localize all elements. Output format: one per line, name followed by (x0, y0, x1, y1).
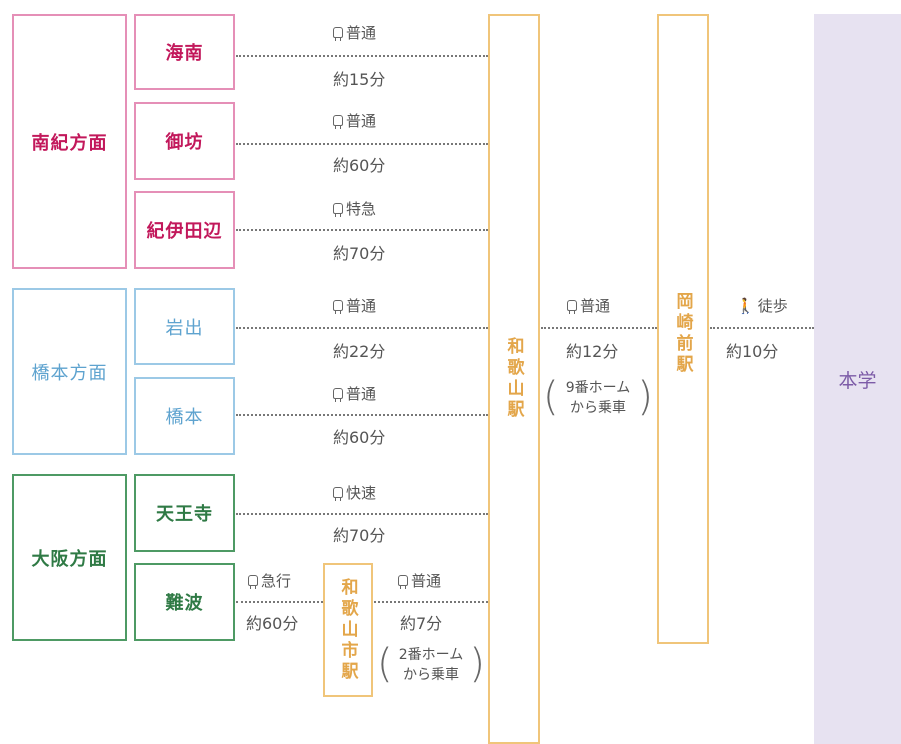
station-iwade-label: 岩出 (165, 317, 204, 339)
route-mode-namba: 急行 (248, 570, 291, 591)
train-icon (333, 300, 343, 314)
train-icon (333, 388, 343, 402)
route-line-gobo (236, 143, 488, 145)
route-time-iwade: 約22分 (333, 342, 386, 361)
route-line-kainan (236, 55, 488, 57)
station-tennoji: 天王寺 (134, 474, 235, 552)
hub-wakayama-label: 和歌山駅 (503, 337, 524, 421)
region-hashimoto-label: 橋本方面 (31, 362, 108, 384)
station-namba: 難波 (134, 563, 235, 641)
station-kiitanabe: 紀伊田辺 (134, 191, 235, 269)
mode-text: 急行 (261, 572, 292, 590)
station-iwade: 岩出 (134, 288, 235, 365)
train-icon (398, 575, 408, 589)
station-gobo: 御坊 (134, 102, 235, 180)
route-time-namba: 約60分 (246, 614, 299, 633)
platform-note-9: ( 9番ホーム から乗車 ) (543, 374, 653, 420)
mode-text: 徒歩 (757, 297, 788, 315)
route-time-tennoji: 約70分 (333, 526, 386, 545)
route-mode-walk: 🚶徒歩 (736, 295, 788, 316)
train-icon (333, 115, 343, 129)
route-mode-kiitanabe: 特急 (333, 198, 376, 219)
station-hashimoto: 橋本 (134, 377, 235, 455)
station-kiitanabe-label: 紀伊田辺 (146, 221, 223, 242)
hub-wakayamashi-label: 和歌山市駅 (337, 577, 358, 683)
region-nanki-label: 南紀方面 (31, 132, 108, 154)
route-line-iwade (236, 327, 488, 329)
route-line-shi-to-wakayama (374, 601, 488, 603)
route-time-walk: 約10分 (726, 342, 779, 361)
mode-text: 普通 (346, 24, 377, 42)
route-line-walk (710, 327, 814, 329)
destination-university: 本学 (814, 14, 901, 744)
route-time-gobo: 約60分 (333, 156, 386, 175)
route-time-kiitanabe: 約70分 (333, 244, 386, 263)
platform-note-9-line2: から乗車 (570, 400, 626, 416)
station-gobo-label: 御坊 (165, 132, 204, 153)
route-mode-hashimoto: 普通 (333, 383, 376, 404)
hub-wakayama: 和歌山駅 (488, 14, 540, 744)
route-mode-wakayama-to-okazaki: 普通 (567, 295, 610, 316)
mode-text: 普通 (346, 297, 377, 315)
mode-text: 普通 (580, 297, 611, 315)
station-kainan-label: 海南 (165, 43, 204, 64)
train-icon (333, 487, 343, 501)
station-namba-label: 難波 (165, 593, 204, 614)
hub-okazaki: 岡崎前駅 (657, 14, 709, 644)
mode-text: 特急 (346, 200, 377, 218)
route-mode-iwade: 普通 (333, 295, 376, 316)
route-line-kiitanabe (236, 229, 488, 231)
hub-okazaki-label: 岡崎前駅 (672, 292, 693, 376)
route-mode-tennoji: 快速 (333, 482, 376, 503)
mode-text: 普通 (346, 112, 377, 130)
train-icon (333, 203, 343, 217)
route-time-shi-to-wakayama: 約7分 (400, 614, 443, 633)
station-tennoji-label: 天王寺 (156, 504, 213, 525)
train-icon (248, 575, 258, 589)
route-mode-gobo: 普通 (333, 110, 376, 131)
mode-text: 快速 (346, 484, 377, 502)
route-mode-kainan: 普通 (333, 22, 376, 43)
station-kainan: 海南 (134, 14, 235, 90)
route-line-wakayama-to-okazaki (541, 327, 657, 329)
route-line-namba (236, 601, 323, 603)
mode-text: 普通 (346, 385, 377, 403)
platform-note-2-line1: 2番ホーム (398, 647, 464, 663)
station-hashimoto-label: 橋本 (165, 407, 204, 428)
route-time-hashimoto: 約60分 (333, 428, 386, 447)
train-icon (567, 300, 577, 314)
region-hashimoto: 橋本方面 (12, 288, 127, 455)
train-icon (333, 27, 343, 41)
route-line-hashimoto (236, 414, 488, 416)
route-time-kainan: 約15分 (333, 70, 386, 89)
destination-label: 本学 (838, 369, 877, 392)
platform-note-2: ( 2番ホーム から乗車 ) (377, 641, 485, 687)
platform-note-9-line1: 9番ホーム (565, 380, 631, 396)
route-time-wakayama-to-okazaki: 約12分 (566, 342, 619, 361)
hub-wakayamashi: 和歌山市駅 (323, 563, 373, 697)
region-osaka: 大阪方面 (12, 474, 127, 641)
walking-person-icon: 🚶 (736, 296, 755, 315)
platform-note-2-line2: から乗車 (403, 667, 459, 683)
region-nanki: 南紀方面 (12, 14, 127, 269)
route-line-tennoji (236, 513, 488, 515)
route-mode-shi-to-wakayama: 普通 (398, 570, 441, 591)
mode-text: 普通 (411, 572, 442, 590)
region-osaka-label: 大阪方面 (31, 548, 108, 570)
